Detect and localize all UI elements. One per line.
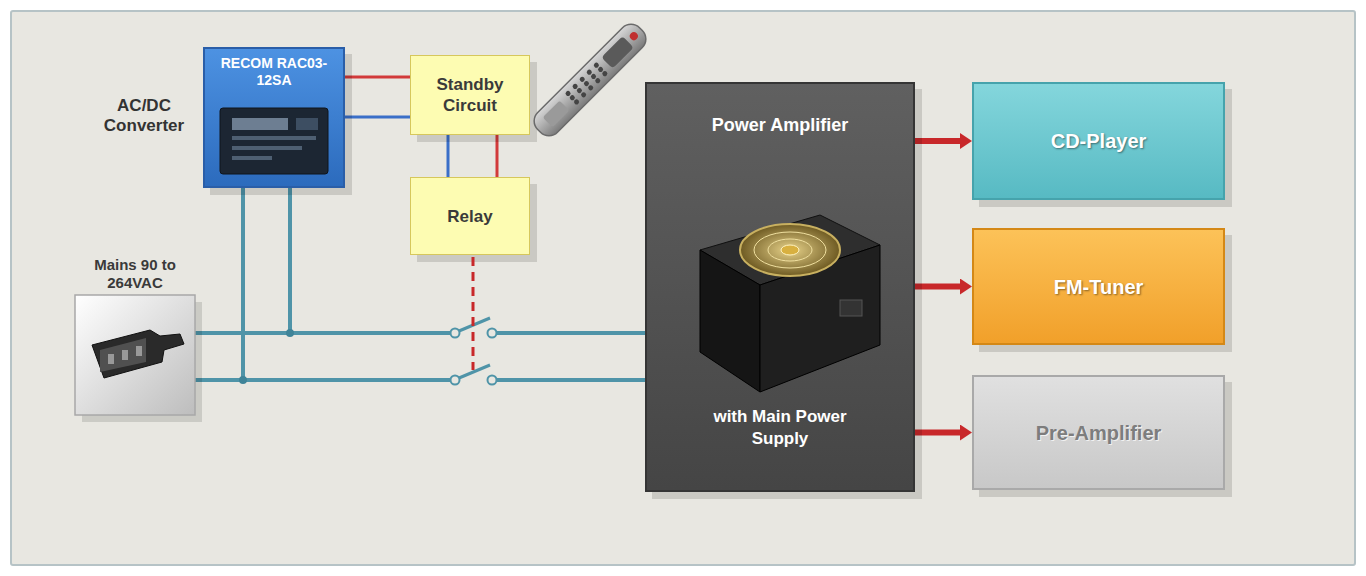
wire bbox=[195, 331, 645, 335]
mains-plug-part bbox=[92, 330, 184, 378]
node-title: Pre-Amplifier bbox=[1036, 421, 1162, 445]
wire bbox=[447, 135, 450, 177]
remote-control-part bbox=[583, 80, 590, 87]
remote-control-part bbox=[590, 73, 597, 80]
converter-caption: AC/DC Converter bbox=[92, 96, 196, 136]
remote-control-part bbox=[572, 83, 579, 90]
remote-control-part bbox=[565, 90, 572, 97]
remote-control-part bbox=[601, 36, 634, 69]
switch-symbols-part bbox=[488, 376, 497, 385]
switch-symbols-part bbox=[451, 376, 460, 385]
cd-player-box: CD-Player bbox=[972, 82, 1225, 200]
remote-control-part bbox=[628, 31, 639, 42]
switch-symbols-part bbox=[451, 329, 460, 338]
switch-symbols-part bbox=[239, 376, 247, 384]
node-title: RECOM RAC03-12SA bbox=[213, 55, 335, 89]
remote-control-part bbox=[579, 76, 586, 83]
pre-amplifier-box: Pre-Amplifier bbox=[972, 375, 1225, 490]
remote-control-part bbox=[586, 69, 593, 76]
mains-plug-part bbox=[75, 295, 195, 415]
amplifier-box: Power Amplifier with Main Power Supply bbox=[645, 82, 915, 492]
remote-control-part bbox=[601, 70, 608, 77]
node-title: CD-Player bbox=[1051, 129, 1147, 153]
converter-box: RECOM RAC03-12SA bbox=[203, 47, 345, 188]
switch-symbols-part bbox=[472, 257, 475, 370]
remote-control-part bbox=[587, 84, 594, 91]
fm-tuner-box: FM-Tuner bbox=[972, 228, 1225, 345]
switch-symbols-part bbox=[286, 329, 294, 337]
mains-plug-part bbox=[136, 346, 142, 356]
node-title: Power Amplifier bbox=[712, 114, 848, 136]
switch-symbols bbox=[239, 257, 497, 385]
remote-control-part bbox=[573, 98, 580, 105]
remote-control-part bbox=[543, 101, 570, 128]
wire bbox=[496, 135, 499, 177]
switch-symbols-part bbox=[459, 318, 490, 331]
mains-plug bbox=[75, 295, 202, 422]
mains-plug-part bbox=[100, 338, 146, 372]
remote-control-part bbox=[597, 66, 604, 73]
remote-control-part bbox=[576, 87, 583, 94]
node-title: Relay bbox=[447, 206, 492, 227]
remote-control-part bbox=[594, 77, 601, 84]
mains-plug-part bbox=[108, 354, 114, 364]
wire bbox=[345, 116, 410, 119]
wire bbox=[345, 76, 410, 79]
remote-control bbox=[529, 19, 651, 141]
remote-control-part bbox=[529, 19, 651, 141]
switch-symbols-part bbox=[488, 329, 497, 338]
node-subtitle: with Main Power Supply bbox=[690, 406, 870, 450]
remote-control-part bbox=[569, 94, 576, 101]
relay-box: Relay bbox=[410, 177, 530, 255]
mains-plug-part bbox=[122, 350, 128, 360]
mains-node: Mains 90 to 264VAC bbox=[75, 256, 195, 415]
remote-control-part bbox=[580, 91, 587, 98]
signal-arrow bbox=[915, 284, 962, 290]
node-title: Mains 90 to 264VAC bbox=[75, 256, 195, 292]
switch-symbols-part bbox=[459, 365, 490, 378]
standby-box: Standby Circuit bbox=[410, 55, 530, 135]
signal-arrow bbox=[915, 138, 962, 144]
mains-plug-part bbox=[82, 302, 202, 422]
node-title: Standby Circuit bbox=[417, 74, 523, 116]
remote-control-part bbox=[593, 62, 600, 69]
node-title: FM-Tuner bbox=[1054, 275, 1144, 299]
wire bbox=[195, 378, 645, 382]
signal-arrow bbox=[915, 430, 962, 436]
wire bbox=[195, 188, 243, 380]
